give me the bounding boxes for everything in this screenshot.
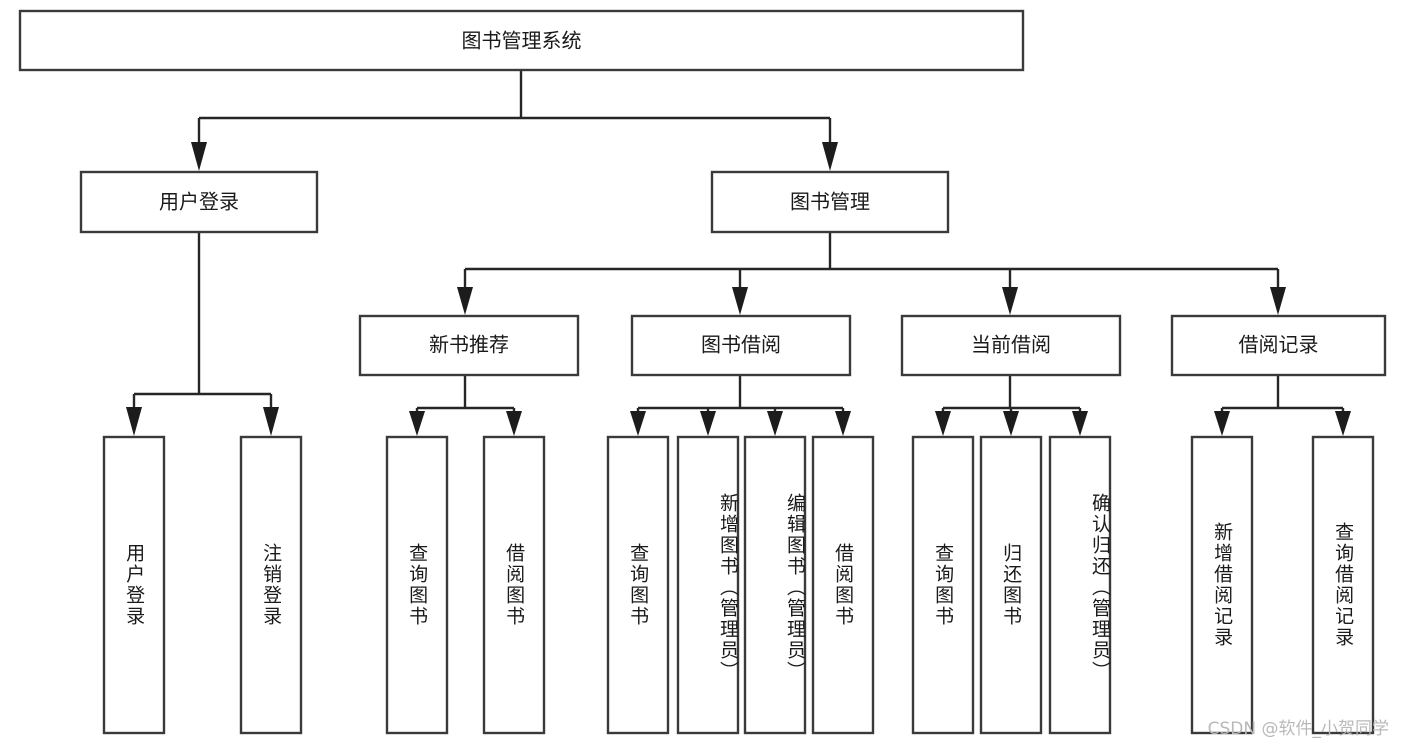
leaf-query-book-rec-box[interactable]	[385, 435, 449, 735]
node-book-manage-label: 图书管理	[790, 190, 870, 214]
arrow-to-leaf-user-login	[126, 407, 142, 436]
arrow-to-leaf-return-book	[1003, 411, 1019, 436]
leaf-add-record-box[interactable]	[1190, 435, 1254, 735]
node-user-login-label: 用户登录	[159, 190, 239, 214]
node-root-box[interactable]	[18, 9, 1025, 72]
node-current-borrow-box[interactable]	[900, 314, 1122, 377]
arrow-to-book-manage	[822, 142, 838, 171]
leaf-query-book-cur-box[interactable]	[911, 435, 975, 735]
connector-group-book-borrow	[630, 375, 851, 436]
arrow-to-leaf-edit-book	[767, 411, 783, 436]
arrow-to-leaf-add-record	[1214, 411, 1230, 436]
arrow-to-leaf-borrow-book-rec	[506, 411, 522, 436]
node-borrow-record-label: 借阅记录	[1239, 333, 1319, 357]
node-current-borrow-label: 当前借阅	[971, 333, 1051, 357]
leaf-add-book-box[interactable]	[676, 435, 740, 735]
csdn-watermark: CSDN @软件_小贺同学	[1207, 719, 1389, 739]
connector-group-new-book-rec	[409, 375, 522, 436]
node-new-book-rec-box[interactable]	[358, 314, 580, 377]
arrow-to-leaf-query-book-rec	[409, 411, 425, 436]
leaf-query-book-borrow-box[interactable]	[606, 435, 670, 735]
arrow-to-current-borrow	[1002, 287, 1018, 315]
connector-group-borrow-record	[1214, 375, 1351, 436]
arrow-to-leaf-user-logout	[263, 407, 279, 436]
arrow-to-leaf-borrow-book	[835, 411, 851, 436]
node-book-borrow-box[interactable]	[630, 314, 852, 377]
leaf-borrow-book-box[interactable]	[811, 435, 875, 735]
leaf-return-book-box[interactable]	[979, 435, 1043, 735]
node-user-login-box[interactable]	[79, 170, 319, 234]
arrow-to-leaf-query-book-borrow	[630, 411, 646, 436]
arrow-to-leaf-add-book	[700, 411, 716, 436]
connector-group-root	[191, 70, 838, 171]
node-new-book-rec-label: 新书推荐	[429, 333, 509, 357]
arrow-to-leaf-query-book-cur	[935, 411, 951, 436]
leaf-query-record-box[interactable]	[1311, 435, 1375, 735]
arrow-to-borrow-record	[1270, 287, 1286, 315]
arrow-to-user-login	[191, 142, 207, 171]
arrow-to-book-borrow	[732, 287, 748, 315]
node-borrow-record-box[interactable]	[1170, 314, 1387, 377]
arrow-to-leaf-confirm-return	[1072, 411, 1088, 436]
node-book-manage-box[interactable]	[710, 170, 950, 234]
leaf-confirm-return-box[interactable]	[1048, 435, 1112, 735]
connector-group-current-borrow	[935, 375, 1088, 436]
node-book-borrow-label: 图书借阅	[701, 333, 781, 357]
arrow-to-leaf-query-record	[1335, 411, 1351, 436]
connector-group-user-login	[126, 232, 279, 436]
leaf-user-logout-box[interactable]	[239, 435, 303, 735]
leaf-edit-book-box[interactable]	[743, 435, 807, 735]
arrow-to-new-book-rec	[457, 287, 473, 315]
connector-group-book-manage	[457, 232, 1286, 315]
leaf-user-login-box[interactable]	[102, 435, 166, 735]
node-root-label: 图书管理系统	[462, 29, 582, 53]
leaf-borrow-book-rec-box[interactable]	[482, 435, 546, 735]
